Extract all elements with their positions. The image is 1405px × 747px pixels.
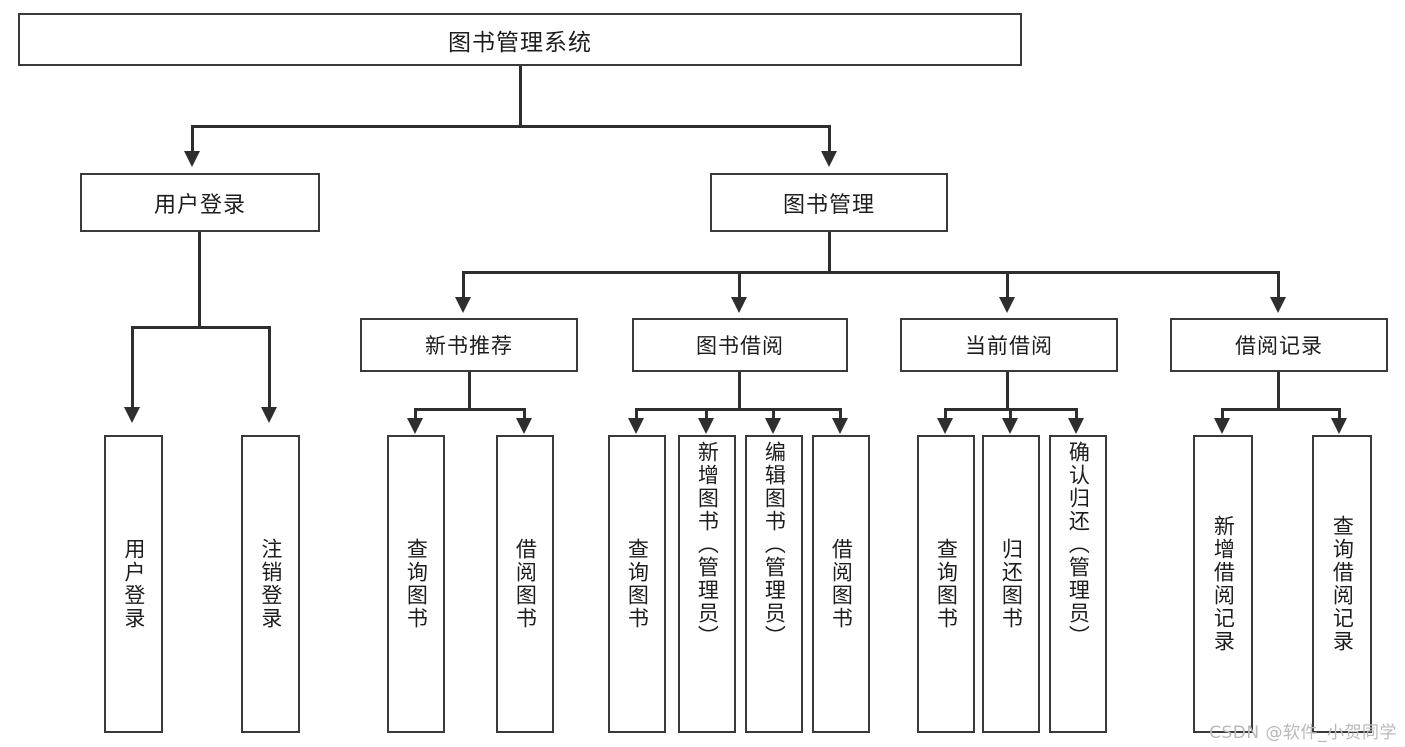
node-book-management[interactable]: 图书管理: [710, 173, 948, 232]
leaf-borrow-book-1[interactable]: 借阅图书: [496, 435, 554, 733]
arrowhead-leaf-query-book-1: [407, 418, 423, 434]
arrowhead-leaf-edit-book: [765, 418, 781, 434]
arrowhead-leaf-borrow-book-1: [516, 418, 532, 434]
node-label: 借阅记录: [1235, 334, 1323, 358]
connector-nbr-bus: [414, 408, 526, 411]
connector-bb-to-leaf-4: [839, 408, 842, 420]
node-label: 新书推荐: [425, 334, 513, 358]
connector-cb-to-leaf-3: [1075, 408, 1078, 420]
leaf-label: 归还图书: [999, 538, 1024, 630]
connector-br-bus: [1221, 408, 1341, 411]
arrowhead-leaf-query-book-2: [628, 418, 644, 434]
connector-user-login-stem: [198, 232, 201, 328]
node-borrow-record[interactable]: 借阅记录: [1170, 318, 1388, 372]
connector-user-login-to-leaf-2: [268, 326, 271, 409]
node-label: 用户登录: [153, 192, 246, 218]
leaf-confirm-return[interactable]: 确认归还（管理员）: [1049, 435, 1107, 733]
leaf-label: 编辑图书（管理员）: [762, 441, 787, 648]
connector-br-stem: [1277, 372, 1280, 411]
node-book-borrow[interactable]: 图书借阅: [632, 318, 848, 372]
leaf-add-book[interactable]: 新增图书（管理员）: [678, 435, 736, 733]
leaf-edit-book[interactable]: 编辑图书（管理员）: [745, 435, 803, 733]
arrowhead-leaf-add-record: [1214, 418, 1230, 434]
connector-bb-stem: [738, 372, 741, 411]
connector-user-login-bus: [131, 326, 271, 329]
arrowhead-leaf-add-book: [698, 418, 714, 434]
arrowhead-leaf-user-logout: [261, 407, 277, 423]
node-label: 图书借阅: [696, 334, 784, 358]
leaf-label: 注销登录: [258, 538, 283, 630]
connector-user-login-to-leaf-1: [131, 326, 134, 409]
connector-root-to-user-login: [191, 125, 194, 153]
connector-bm-to-book-borrow: [738, 271, 741, 299]
arrowhead-leaf-query-record: [1331, 418, 1347, 434]
connector-cb-stem: [1006, 372, 1009, 411]
leaf-query-book-3[interactable]: 查询图书: [917, 435, 975, 733]
leaf-label: 确认归还（管理员）: [1066, 441, 1091, 648]
connector-bb-bus: [635, 408, 842, 411]
node-new-book-recommend[interactable]: 新书推荐: [360, 318, 578, 372]
arrowhead-user-login: [184, 151, 200, 167]
leaf-return-book[interactable]: 归还图书: [982, 435, 1040, 733]
connector-br-to-leaf-1: [1221, 408, 1224, 420]
node-user-login[interactable]: 用户登录: [80, 173, 320, 232]
connector-nbr-stem: [468, 372, 471, 411]
connector-cb-to-leaf-1: [944, 408, 947, 420]
leaf-label: 查询借阅记录: [1330, 515, 1355, 653]
arrowhead-current-borrow: [999, 297, 1015, 313]
leaf-label: 查询图书: [625, 538, 650, 630]
connector-cb-to-leaf-2: [1009, 408, 1012, 420]
connector-book-management-bus: [462, 271, 1280, 274]
connector-root-to-book-management: [828, 125, 831, 153]
leaf-query-record[interactable]: 查询借阅记录: [1312, 435, 1372, 733]
connector-nbr-to-leaf-1: [414, 408, 417, 420]
leaf-label: 借阅图书: [513, 538, 538, 630]
connector-bm-to-borrow-record: [1277, 271, 1280, 299]
arrowhead-book-borrow: [731, 297, 747, 313]
leaf-add-record[interactable]: 新增借阅记录: [1193, 435, 1253, 733]
leaf-label: 用户登录: [121, 538, 146, 630]
connector-root-stem: [519, 66, 522, 127]
connector-bb-to-leaf-2: [705, 408, 708, 420]
connector-nbr-to-leaf-2: [523, 408, 526, 420]
leaf-query-book-1[interactable]: 查询图书: [387, 435, 445, 733]
arrowhead-borrow-record: [1270, 297, 1286, 313]
connector-bm-to-new-book-recommend: [462, 271, 465, 299]
arrowhead-leaf-user-login: [124, 407, 140, 423]
leaf-label: 借阅图书: [829, 538, 854, 630]
leaf-user-logout[interactable]: 注销登录: [241, 435, 300, 733]
leaf-label: 查询图书: [934, 538, 959, 630]
leaf-label: 新增借阅记录: [1211, 515, 1236, 653]
node-current-borrow[interactable]: 当前借阅: [900, 318, 1118, 372]
arrowhead-book-management: [821, 151, 837, 167]
connector-bb-to-leaf-1: [635, 408, 638, 420]
connector-book-management-stem: [828, 232, 831, 273]
arrowhead-leaf-borrow-book-2: [832, 418, 848, 434]
node-label: 图书管理: [782, 192, 875, 218]
leaf-label: 新增图书（管理员）: [695, 441, 720, 648]
arrowhead-leaf-return-book: [1002, 418, 1018, 434]
arrowhead-leaf-query-book-3: [937, 418, 953, 434]
node-label: 图书管理系统: [448, 29, 592, 56]
connector-bb-to-leaf-3: [772, 408, 775, 420]
leaf-query-book-2[interactable]: 查询图书: [608, 435, 666, 733]
node-root-book-management-system[interactable]: 图书管理系统: [18, 13, 1022, 66]
leaf-borrow-book-2[interactable]: 借阅图书: [812, 435, 870, 733]
node-label: 当前借阅: [965, 334, 1053, 358]
leaf-label: 查询图书: [404, 538, 429, 630]
leaf-user-login[interactable]: 用户登录: [104, 435, 163, 733]
connector-br-to-leaf-2: [1338, 408, 1341, 420]
arrowhead-new-book-recommend: [455, 297, 471, 313]
arrowhead-leaf-confirm-return: [1068, 418, 1084, 434]
connector-root-bus: [191, 125, 831, 128]
connector-bm-to-current-borrow: [1006, 271, 1009, 299]
